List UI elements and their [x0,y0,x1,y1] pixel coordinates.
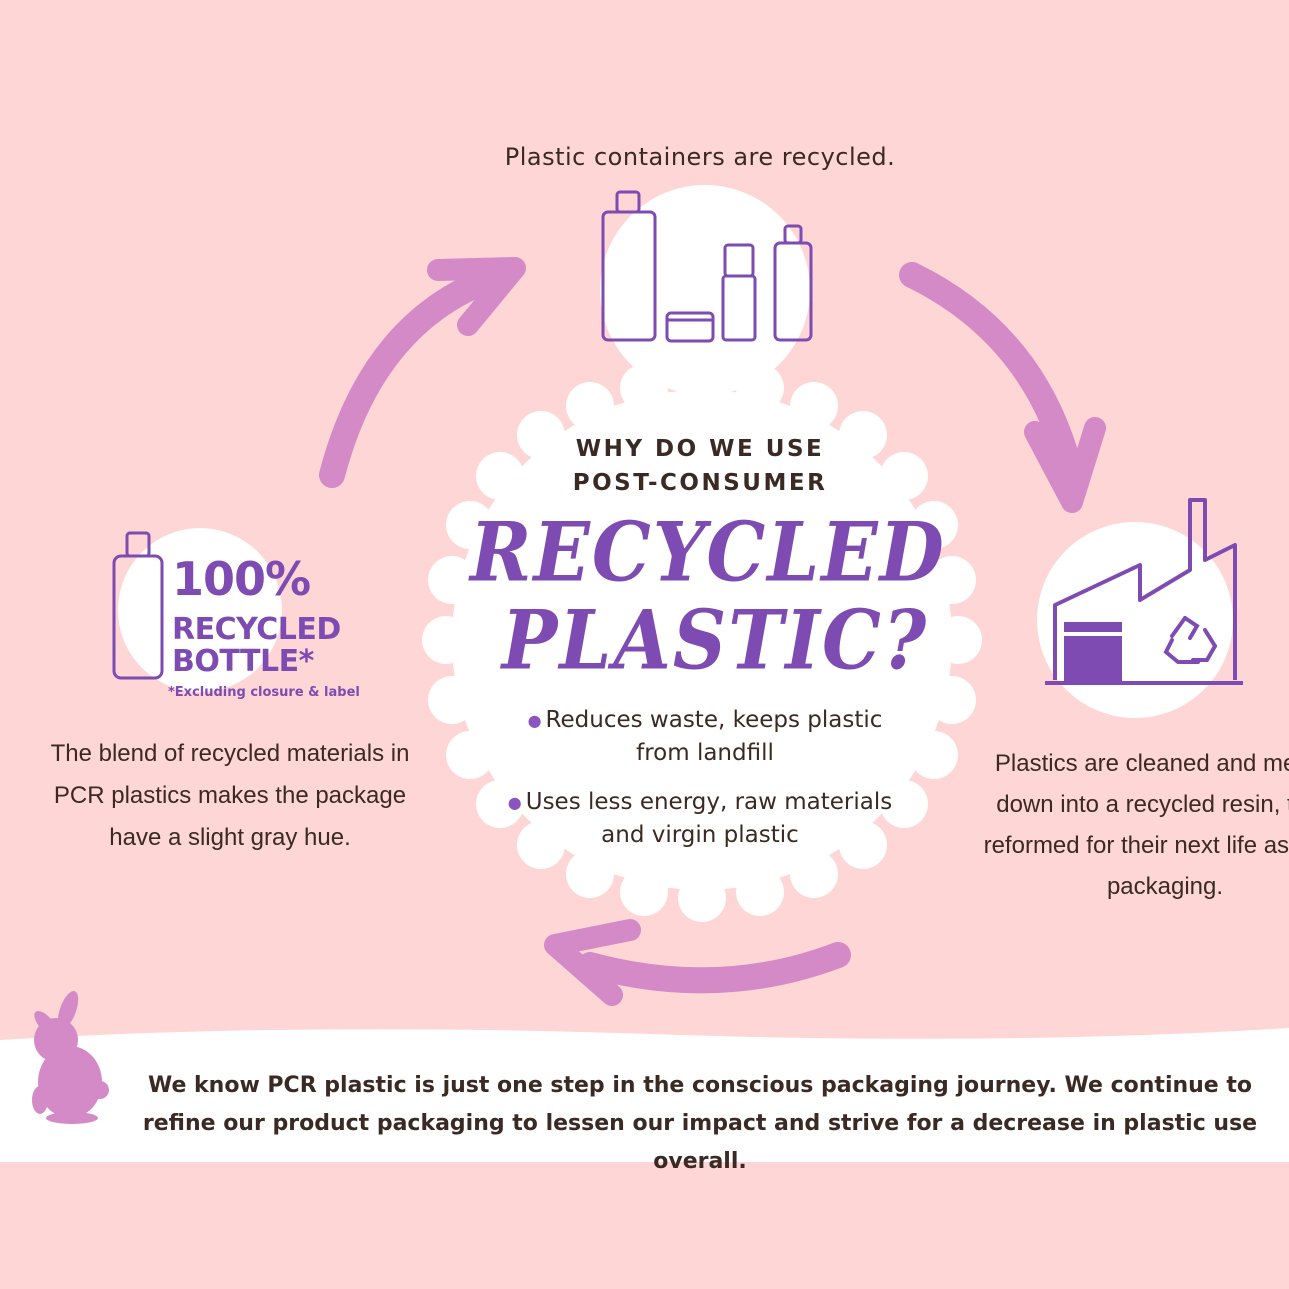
center-badge [422,358,982,922]
recycle-icon [1163,616,1217,664]
badge-note: *Excluding closure & label [168,685,360,700]
right-step-caption: Plastics are cleaned and melted down int… [983,750,1289,900]
arrow-bottom-left [544,919,851,1006]
factory-recycle-icon [1045,498,1243,685]
bottle-icon [112,531,164,680]
question-line2: POST-CONSUMER [572,470,828,496]
left-step-caption: The blend of recycled materials in PCR p… [50,740,410,851]
badge-recycled: RECYCLED [172,612,341,647]
bullet-2: ●Uses less energy, raw materials and vir… [500,786,900,852]
bullet-1-text: Reduces waste, keeps plastic from landfi… [545,707,883,766]
badge-percent: 100% [172,552,311,606]
arrow-left-up [319,257,526,488]
question-line1: WHY DO WE USE [575,436,825,462]
footer-band [0,1028,1289,1162]
badge-bottle: BOTTLE* [172,644,314,679]
center-question: WHY DO WE USE POST-CONSUMER [520,432,880,500]
bullet-dot: ● [527,711,542,730]
left-circle [118,528,282,692]
headline-line2: PLASTIC? [501,593,929,689]
top-step-caption: Plastic containers are recycled. [504,143,896,171]
bullet-2-text: Uses less energy, raw materials and virg… [525,789,893,848]
headline-line1: RECYCLED [470,505,946,601]
bullet-dot: ● [507,793,522,812]
bunny-icon [32,991,109,1124]
footer-text: We know PCR plastic is just one step in … [142,1073,1258,1174]
top-circle [600,185,810,395]
arrow-right-down [899,262,1106,513]
bottles-icon [601,190,813,343]
bullet-1: ●Reduces waste, keeps plastic from landf… [505,704,905,770]
